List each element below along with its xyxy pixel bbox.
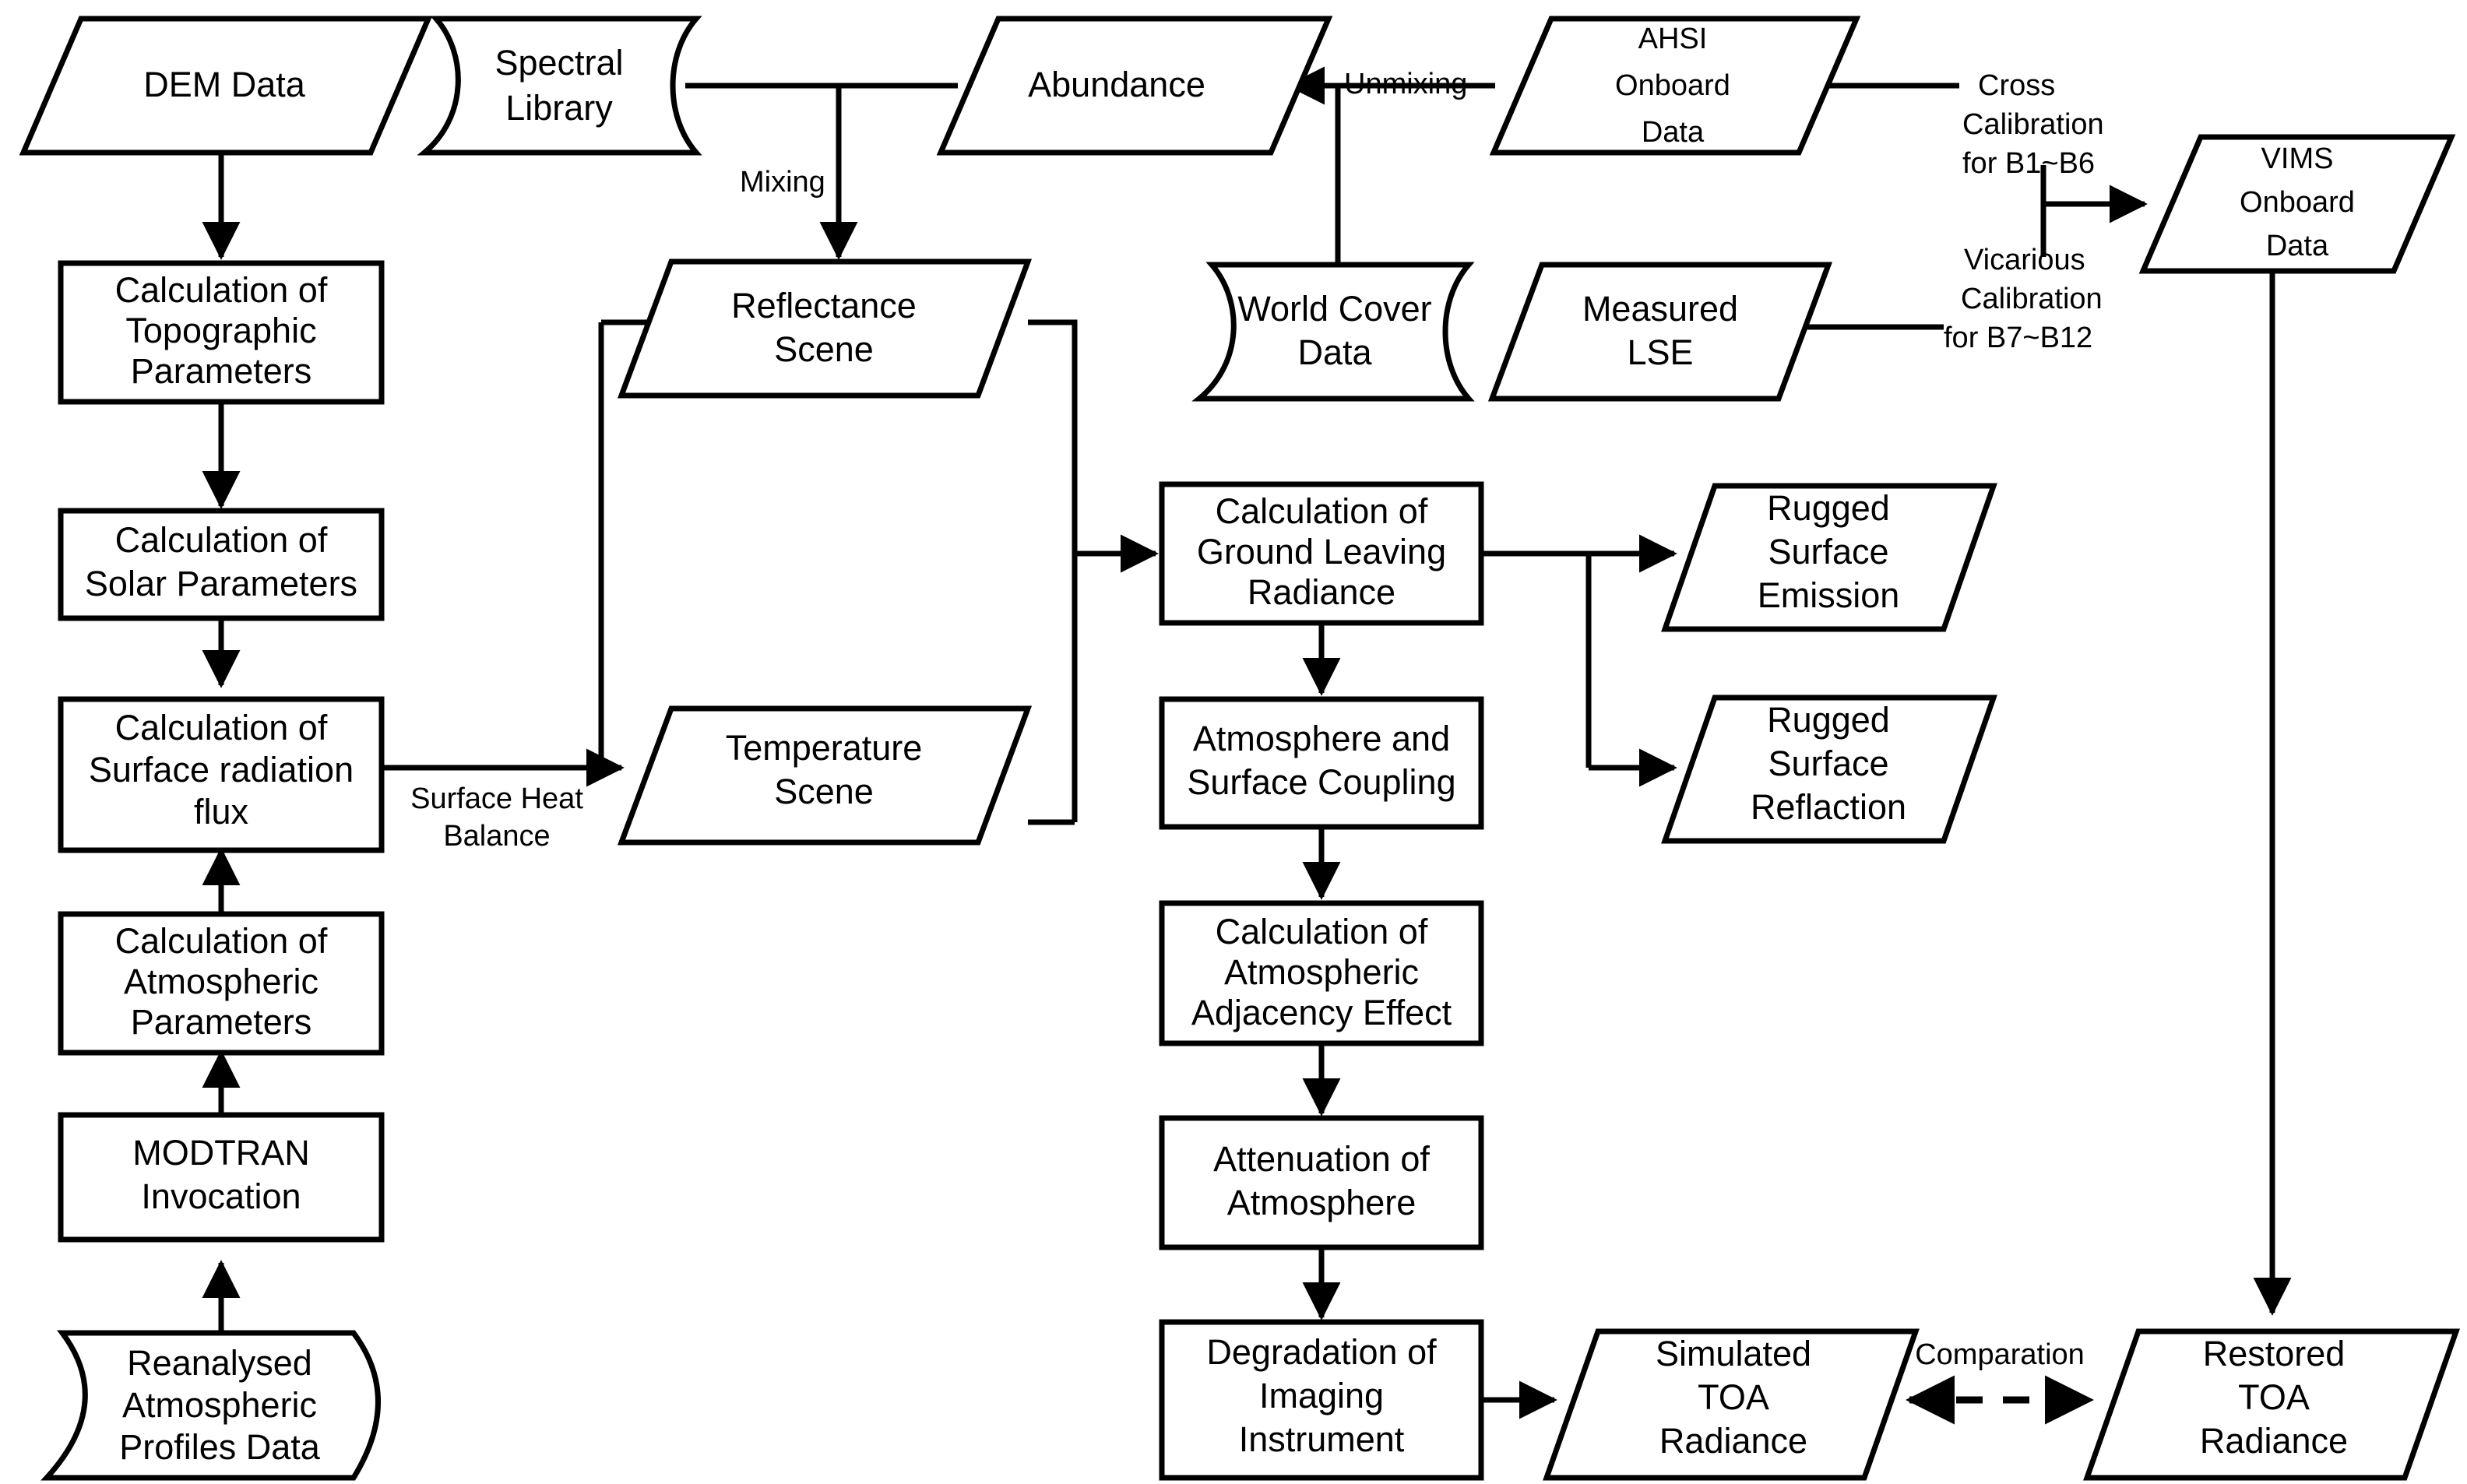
node-ahsi-label-3: Data (1642, 116, 1705, 149)
node-reflectance-scene[interactable]: Reflectance Scene (617, 258, 1033, 399)
node-calc-solar-label-2: Solar Parameters (85, 564, 357, 603)
node-simulated-toa-label-2: TOA (1698, 1377, 1769, 1417)
node-attenuation-label-2: Atmosphere (1227, 1183, 1417, 1222)
node-calc-topographic-label-1: Calculation of (115, 270, 328, 310)
node-rugged-reflection-label-1: Rugged (1767, 700, 1890, 740)
node-restored-toa-label-2: TOA (2238, 1377, 2310, 1417)
node-ahsi-onboard-data[interactable]: AHSI Onboard Data (1489, 16, 1861, 156)
node-calc-topographic[interactable]: Calculation of Topographic Parameters (58, 260, 385, 405)
node-calc-atmospheric[interactable]: Calculation of Atmospheric Parameters (58, 911, 385, 1056)
node-calc-adjacency[interactable]: Calculation of Atmospheric Adjacency Eff… (1159, 900, 1484, 1046)
node-attenuation-label-1: Attenuation of (1213, 1139, 1430, 1179)
node-calc-flux-label-3: flux (194, 792, 249, 832)
edge-reflectance-right-bracket (1028, 319, 1078, 822)
node-dem-data[interactable]: DEM Data (19, 16, 433, 156)
node-vims-label-1: VIMS (2261, 142, 2334, 175)
node-calc-atmos-label-2: Atmospheric (124, 962, 318, 1001)
node-temperature-scene[interactable]: Temperature Scene (617, 705, 1033, 846)
node-abundance[interactable]: Abundance (936, 16, 1333, 156)
edge-label-cross-cal-3: for B1~B6 (1962, 147, 2095, 180)
edge-label-mixing: Mixing (740, 166, 825, 199)
node-measured-lse-label-1: Measured (1582, 289, 1738, 329)
node-rugged-surface-emission[interactable]: Rugged Surface Emission (1661, 483, 1997, 632)
edge-label-unmixing: Unmixing (1344, 68, 1467, 100)
node-spectral-library-label-2: Library (505, 88, 613, 128)
node-adjacency-label-1: Calculation of (1216, 912, 1428, 951)
node-calc-ground-leaving[interactable]: Calculation of Ground Leaving Radiance (1159, 481, 1484, 626)
node-restored-toa[interactable]: Restored TOA Radiance (2083, 1328, 2460, 1481)
node-simulated-toa-label-1: Simulated (1656, 1334, 1811, 1373)
node-dem-data-label: DEM Data (143, 65, 306, 104)
node-measured-lse-label-2: LSE (1627, 332, 1693, 372)
node-reflectance-label-2: Scene (774, 329, 874, 369)
node-abundance-label: Abundance (1028, 65, 1205, 104)
node-modtran-label-1: MODTRAN (132, 1133, 309, 1173)
node-simulated-toa-label-3: Radiance (1659, 1421, 1807, 1461)
node-world-cover-label-1: World Cover (1237, 289, 1431, 329)
edge-label-surface-heat-1: Surface Heat (410, 782, 583, 815)
edge-label-surface-heat-2: Balance (443, 820, 550, 853)
node-glr-label-3: Radiance (1248, 572, 1395, 612)
node-spectral-library[interactable]: Spectral Library (417, 16, 702, 156)
node-adjacency-label-2: Atmospheric (1224, 952, 1419, 992)
node-rugged-emission-label-2: Surface (1768, 532, 1888, 571)
node-vims-label-2: Onboard (2240, 186, 2355, 219)
edge-labels: Mixing Unmixing Surface Heat Balance Cro… (410, 68, 2104, 1371)
node-calc-solar-label-1: Calculation of (115, 520, 328, 560)
node-modtran-label-2: Invocation (141, 1176, 301, 1216)
node-vims-label-3: Data (2266, 230, 2329, 262)
edge-label-vicarious-cal-1: Vicarious (1964, 244, 2085, 276)
edge-label-vicarious-cal-3: for B7~B12 (1944, 322, 2092, 354)
edge-label-vicarious-cal-2: Calibration (1961, 283, 2103, 315)
node-restored-toa-label-3: Radiance (2200, 1421, 2348, 1461)
node-ahsi-label-2: Onboard (1615, 69, 1730, 102)
node-temperature-label-2: Scene (774, 772, 874, 811)
node-adjacency-label-3: Adjacency Effect (1191, 993, 1452, 1032)
node-calc-atmos-label-3: Parameters (131, 1002, 312, 1042)
node-calc-topographic-label-2: Topographic (125, 311, 316, 350)
node-simulated-toa[interactable]: Simulated TOA Radiance (1543, 1328, 1920, 1481)
node-rugged-emission-label-1: Rugged (1767, 488, 1890, 528)
node-modtran-invocation[interactable]: MODTRAN Invocation (58, 1112, 385, 1243)
connectors (202, 66, 2292, 1425)
node-rugged-reflection-label-2: Surface (1768, 744, 1888, 783)
node-calc-surface-flux[interactable]: Calculation of Surface radiation flux (58, 696, 385, 853)
node-degradation-imaging[interactable]: Degradation of Imaging Instrument (1159, 1319, 1484, 1481)
node-coupling-label-2: Surface Coupling (1187, 762, 1455, 802)
node-reanalysed-label-3: Profiles Data (119, 1427, 321, 1467)
node-world-cover-label-2: Data (1297, 332, 1372, 372)
node-measured-lse[interactable]: Measured LSE (1487, 262, 1833, 402)
node-degradation-label-3: Instrument (1239, 1419, 1405, 1459)
node-reanalysed-profiles[interactable]: Reanalysed Atmospheric Profiles Data (40, 1330, 381, 1481)
node-rugged-emission-label-3: Emission (1758, 575, 1900, 615)
node-reanalysed-label-2: Atmospheric (122, 1385, 317, 1425)
edge-label-cross-cal-1: Cross (1978, 69, 2055, 102)
node-attenuation-atmosphere[interactable]: Attenuation of Atmosphere (1159, 1115, 1484, 1250)
node-reflectance-label-1: Reflectance (731, 286, 917, 325)
node-glr-label-2: Ground Leaving (1197, 532, 1446, 571)
node-vims-onboard-data[interactable]: VIMS Onboard Data (2138, 134, 2456, 274)
node-calc-atmos-label-1: Calculation of (115, 921, 328, 961)
node-degradation-label-2: Imaging (1259, 1376, 1384, 1415)
node-temperature-label-1: Temperature (726, 728, 923, 768)
edge-label-comparation: Comparation (1915, 1338, 2085, 1371)
node-world-cover-data[interactable]: World Cover Data (1191, 262, 1475, 402)
node-degradation-label-1: Degradation of (1206, 1332, 1437, 1372)
node-calc-flux-label-2: Surface radiation (89, 750, 354, 789)
node-spectral-library-label-1: Spectral (494, 43, 623, 83)
node-atmos-surface-coupling[interactable]: Atmosphere and Surface Coupling (1159, 696, 1484, 830)
node-glr-label-1: Calculation of (1216, 491, 1428, 531)
node-calc-topographic-label-3: Parameters (131, 351, 312, 391)
node-rugged-reflection-label-3: Reflaction (1751, 787, 1906, 827)
node-calc-flux-label-1: Calculation of (115, 708, 328, 747)
edge-label-cross-cal-2: Calibration (1962, 108, 2104, 141)
node-rugged-surface-reflection[interactable]: Rugged Surface Reflaction (1661, 695, 1997, 844)
node-calc-solar[interactable]: Calculation of Solar Parameters (58, 508, 385, 621)
node-coupling-label-1: Atmosphere and (1193, 719, 1450, 758)
node-reanalysed-label-1: Reanalysed (127, 1343, 312, 1383)
node-restored-toa-label-1: Restored (2203, 1334, 2346, 1373)
node-ahsi-label-1: AHSI (1638, 23, 1708, 55)
